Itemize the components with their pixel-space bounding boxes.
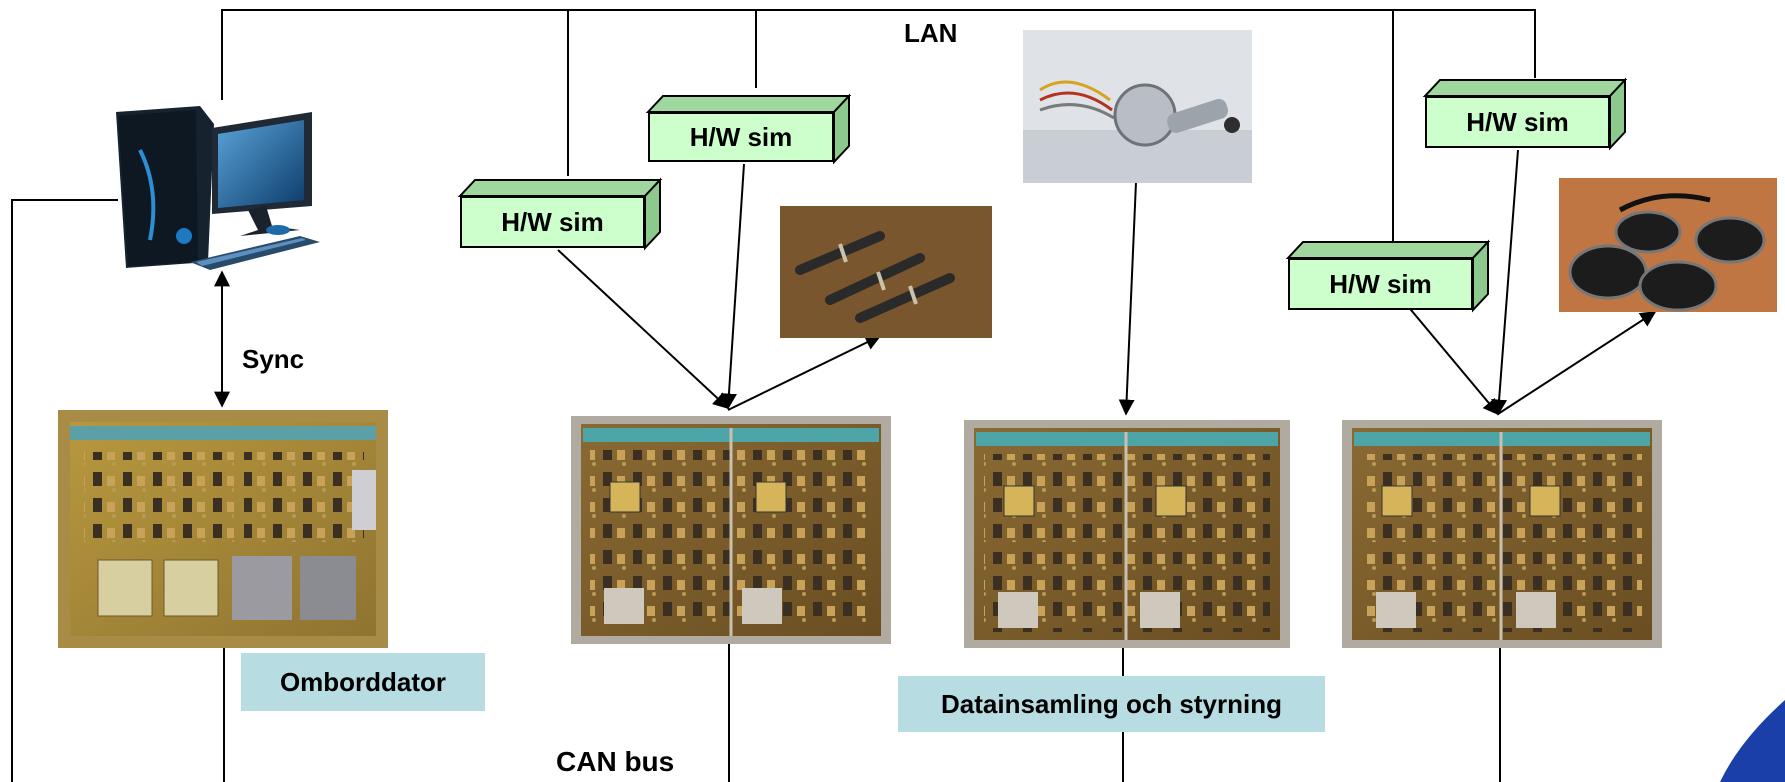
hw-sim-label: H/W sim — [1466, 106, 1569, 137]
control-board-image-2 — [964, 420, 1290, 648]
hw-sim-label: H/W sim — [1329, 268, 1432, 299]
lan-label: LAN — [904, 18, 958, 48]
hw-sim-box-1: H/W sim — [460, 196, 645, 248]
sync-label: Sync — [242, 344, 305, 374]
control-board-image-3 — [1342, 420, 1662, 648]
can-bus-lines — [223, 640, 1501, 782]
hw-sim-label: H/W sim — [689, 121, 793, 152]
datainsamling-label: Datainsamling och styrning — [941, 688, 1282, 719]
hw-sim-box-4: H/W sim — [1425, 96, 1610, 148]
signal-arrows — [214, 149, 1657, 416]
omborddator-tag: Omborddator — [241, 653, 485, 711]
corner-logo — [1720, 700, 1785, 782]
reaction-wheels-image — [1559, 178, 1777, 312]
datainsamling-tag: Datainsamling och styrning — [898, 676, 1325, 732]
hw-sim-box-2: H/W sim — [648, 112, 834, 162]
lan-lines — [11, 9, 1536, 782]
hw-sim-box-3: H/W sim — [1288, 258, 1473, 310]
can-bus-label: CAN bus — [556, 746, 675, 777]
onboard-computer-board-image — [58, 410, 388, 648]
control-board-image-1 — [571, 416, 891, 644]
hw-sim-label: H/W sim — [501, 206, 604, 237]
actuator-image — [1023, 30, 1252, 183]
desktop-computer-icon — [116, 106, 320, 270]
hw-sim-box-faces — [457, 77, 1628, 313]
omborddator-label: Omborddator — [279, 666, 447, 697]
cable-connectors-image — [780, 206, 992, 338]
